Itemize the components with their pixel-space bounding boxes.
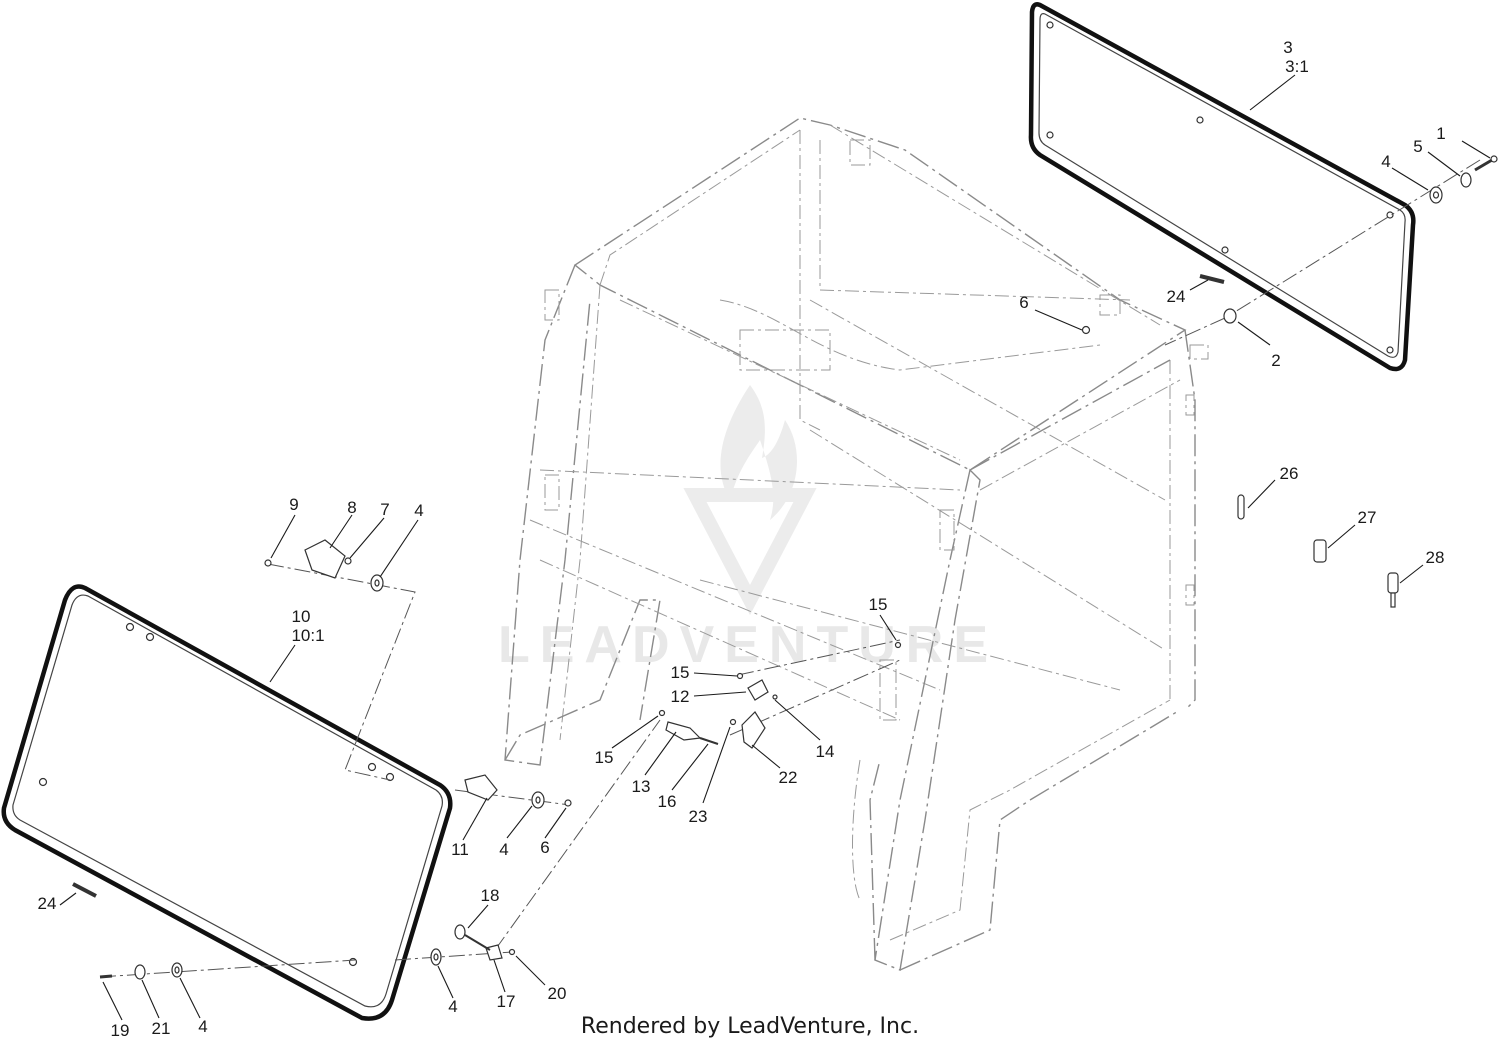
callout-5: 5	[1413, 137, 1422, 156]
front-windshield-glass[interactable]	[1, 584, 453, 1021]
cab-frame	[504, 117, 1209, 971]
callout-16: 16	[658, 792, 677, 811]
callout-15-left: 15	[595, 748, 614, 767]
callout-27: 27	[1358, 508, 1377, 527]
callout-26: 26	[1280, 464, 1299, 483]
nut-6-mid	[564, 799, 572, 807]
callout-15-mid: 15	[671, 663, 690, 682]
washer-4-bl	[171, 962, 183, 978]
callout-17: 17	[497, 992, 516, 1011]
pin-24-left	[72, 882, 97, 898]
callout-24-left: 24	[38, 894, 57, 913]
washer-5	[1460, 172, 1472, 188]
pin-23	[729, 718, 737, 726]
callout-10-1: 10:1	[291, 626, 324, 645]
callout-2: 2	[1271, 351, 1280, 370]
screw-9	[264, 559, 272, 567]
latch-12	[747, 679, 769, 701]
callout-9: 9	[289, 495, 298, 514]
screw-15-left	[658, 709, 666, 717]
pin-16	[699, 737, 719, 745]
callout-8: 8	[347, 498, 356, 517]
callout-14: 14	[816, 742, 835, 761]
watermark: LEADVENTURE	[498, 385, 998, 674]
screw-15-mid	[736, 672, 744, 680]
watermark-text: LEADVENTURE	[498, 616, 998, 674]
nut-7	[344, 557, 352, 565]
clip-17	[485, 944, 503, 961]
callout-10: 10	[292, 607, 311, 626]
nut-6-top	[1081, 325, 1091, 335]
washer-4-upper	[370, 574, 384, 592]
callout-11: 11	[451, 840, 469, 859]
pin-26	[1237, 494, 1245, 520]
handle-13	[665, 721, 702, 741]
callout-22: 22	[779, 768, 798, 787]
callout-24-top: 24	[1167, 287, 1186, 306]
callout-4-bl: 4	[198, 1017, 207, 1036]
spacer-27	[1313, 539, 1327, 563]
hardware	[72, 155, 1498, 980]
hinge-11	[464, 774, 498, 801]
callout-4-top: 4	[1381, 152, 1390, 171]
screw-15-right	[894, 641, 902, 649]
washer-4-top	[1429, 186, 1443, 204]
callout-3-1: 3:1	[1285, 57, 1309, 76]
hinge-8	[304, 539, 346, 579]
callout-12: 12	[671, 687, 690, 706]
callout-1: 1	[1436, 124, 1445, 143]
callout-21: 21	[152, 1019, 171, 1038]
callout-7: 7	[380, 500, 389, 519]
callout-6-mid: 6	[540, 838, 549, 857]
flame-logo-icon	[683, 385, 817, 616]
callout-20: 20	[548, 984, 567, 1003]
callout-15-right: 15	[869, 595, 888, 614]
assembly-lines	[99, 159, 1481, 978]
grommet-2	[1223, 308, 1237, 324]
callout-13: 13	[632, 777, 651, 796]
callout-3: 3	[1283, 38, 1292, 57]
callout-23: 23	[689, 807, 708, 826]
washer-21	[134, 964, 146, 980]
pin-24-top	[1199, 274, 1225, 284]
pin-28	[1387, 572, 1399, 608]
callout-6-top: 6	[1019, 293, 1028, 312]
washer-4-bm	[430, 948, 442, 966]
bolt-19	[99, 974, 113, 979]
rear-glass-panel[interactable]	[1028, 2, 1416, 372]
callout-4-upper: 4	[414, 501, 423, 520]
washer-4-mid	[531, 791, 545, 809]
callout-4-mid: 4	[499, 840, 508, 859]
footer-credit: Rendered by LeadVenture, Inc.	[581, 1014, 919, 1039]
callout-19: 19	[111, 1021, 130, 1040]
bracket-22	[741, 711, 766, 749]
callout-28: 28	[1426, 548, 1445, 567]
bolt-1	[1474, 155, 1498, 172]
pin-14	[772, 694, 778, 700]
nut-20	[508, 948, 516, 956]
latch-knob-18	[454, 924, 491, 951]
callout-4-bm: 4	[448, 997, 457, 1016]
callout-18: 18	[481, 886, 500, 905]
callouts: 1 2 3 3:1 4 5 6 24 26 27 28 9 8 7 4 10 1…	[38, 38, 1446, 1040]
leader-lines	[59, 74, 1491, 1021]
